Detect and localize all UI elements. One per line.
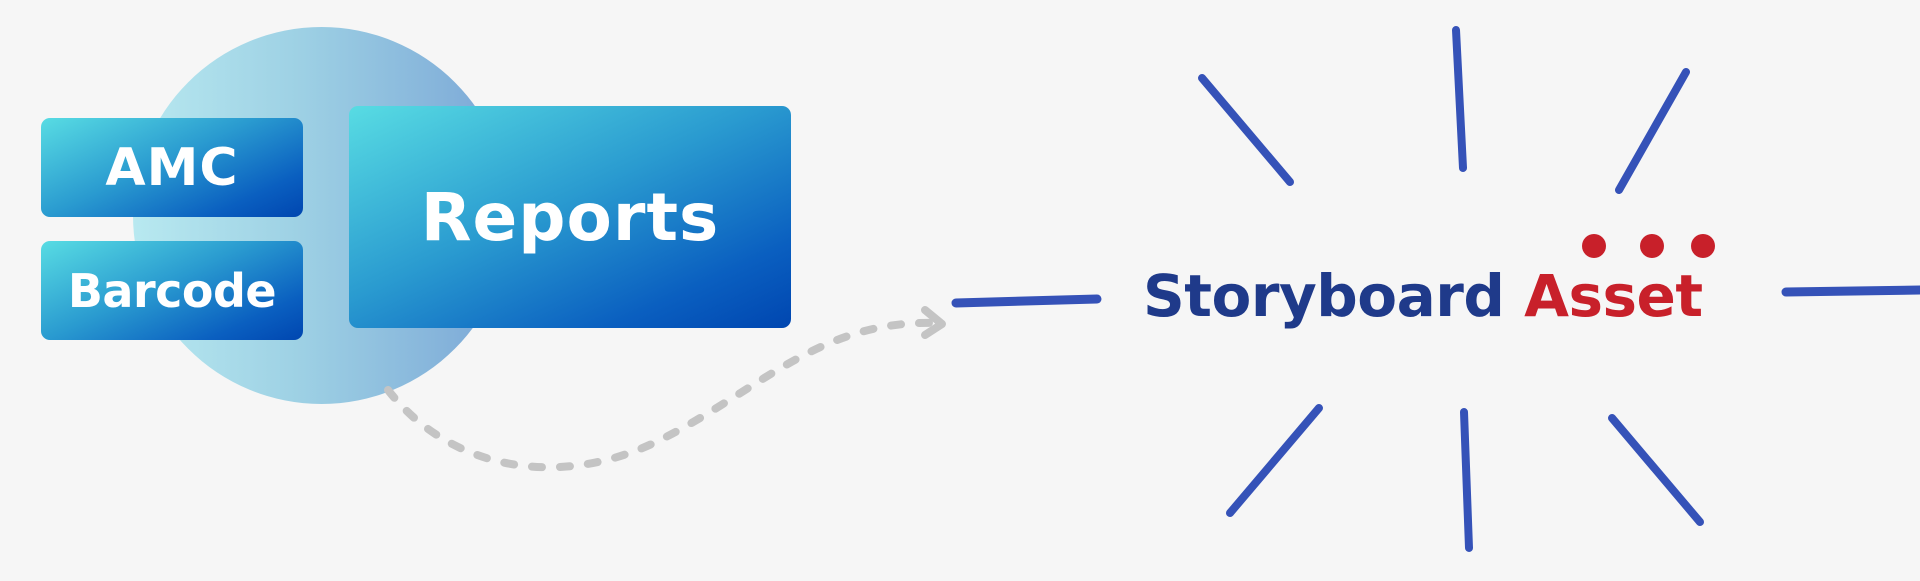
barcode-box: Barcode <box>41 241 303 340</box>
title-word-asset: Asset <box>1524 262 1703 330</box>
dashed-curved-arrow-icon <box>384 306 946 472</box>
three-dots-icon <box>1582 234 1715 258</box>
reports-box: Reports <box>349 106 791 328</box>
amc-label: AMC <box>105 137 239 198</box>
barcode-label: Barcode <box>67 263 277 318</box>
title-word-storyboard: Storyboard <box>1143 262 1505 330</box>
reports-label: Reports <box>420 178 720 256</box>
amc-box: AMC <box>41 118 303 217</box>
storyboard-asset-title: Storyboard Asset <box>1143 262 1703 330</box>
